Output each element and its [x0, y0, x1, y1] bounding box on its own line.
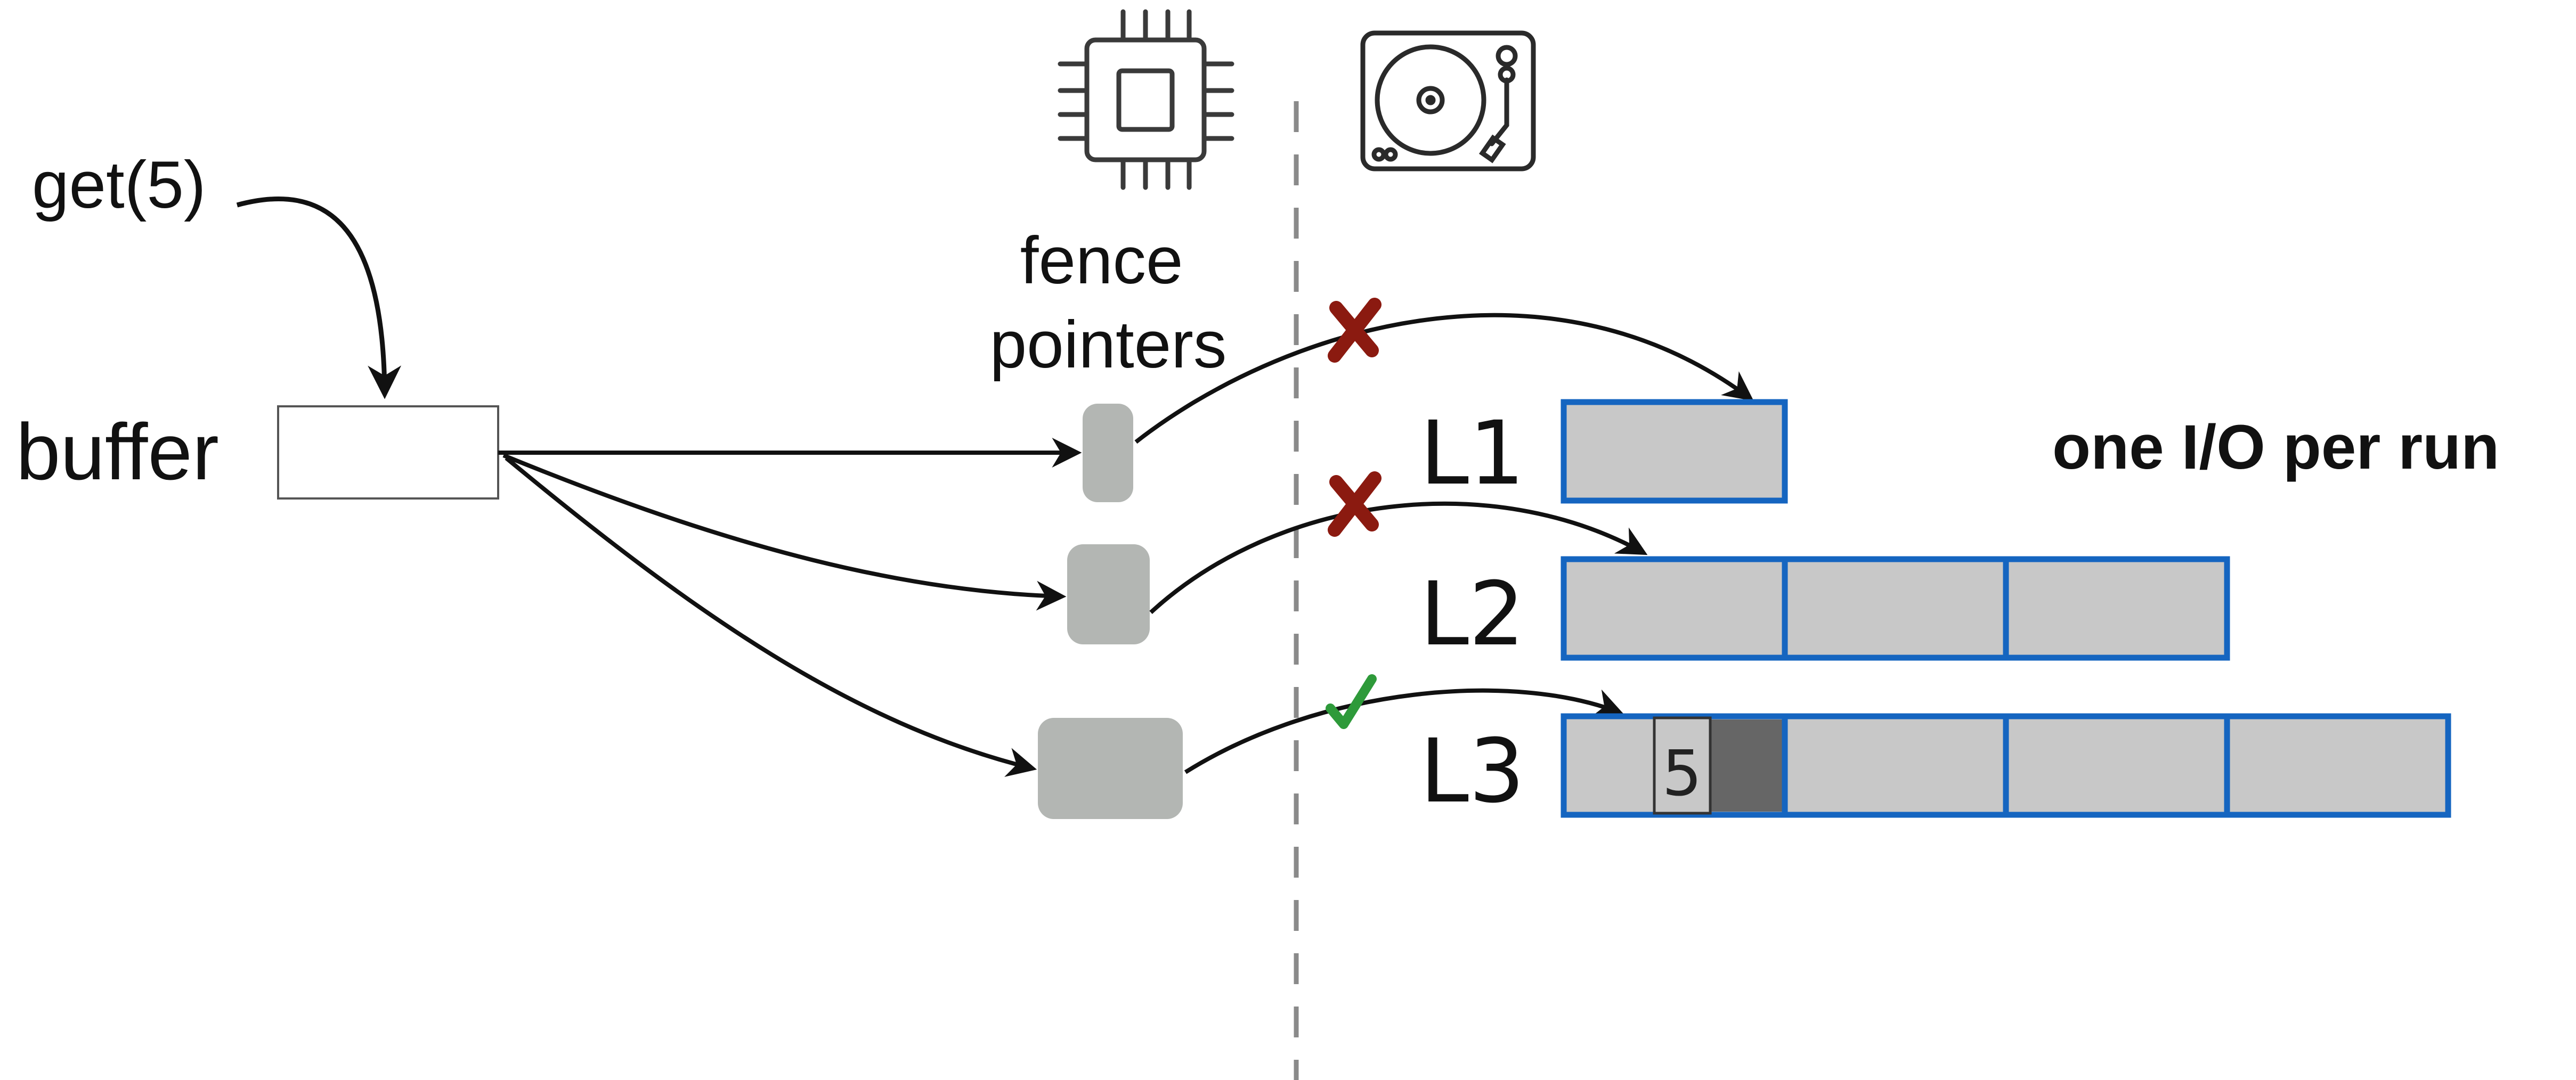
fence-label-line1: fence — [1020, 224, 1183, 298]
buffer-to-fence-l3-arrow — [505, 456, 1037, 777]
l3-block-3 — [2003, 713, 2230, 818]
fence-to-l1-arrow — [1134, 313, 1754, 444]
l2-block-2 — [1782, 556, 2009, 661]
fence-pointer-l2 — [1067, 544, 1150, 644]
fence-pointer-l1 — [1083, 404, 1133, 502]
l3-block-2 — [1782, 713, 2009, 818]
query-label: get(5) — [32, 148, 206, 222]
l3-hit-mark — [1326, 674, 1377, 729]
fence-label-line2: pointers — [990, 308, 1227, 382]
l1-miss-mark — [1328, 298, 1382, 363]
fence-to-l2-arrow — [1149, 501, 1648, 614]
buffer-to-fence-l2-arrow — [502, 453, 1067, 611]
l2-block-1 — [1561, 556, 1788, 661]
l3-found-key-box — [1653, 716, 1712, 815]
disk-drive-icon — [1360, 30, 1536, 171]
l3-block-4 — [2224, 713, 2451, 818]
buffer-label: buffer — [16, 407, 219, 496]
query-arrow — [236, 197, 402, 399]
level-label-l2: L2 — [1420, 563, 1525, 665]
l3-found-key: 5 — [1662, 737, 1702, 810]
l3-found-segment — [1709, 719, 1782, 812]
buffer-box — [277, 405, 499, 500]
l1-block-1 — [1561, 399, 1788, 504]
fence-pointers-label: fence pointers — [990, 224, 1227, 382]
io-note: one I/O per run — [2052, 412, 2499, 482]
level-label-l1: L1 — [1420, 402, 1525, 504]
l2-block-3 — [2003, 556, 2230, 661]
l2-miss-mark — [1328, 471, 1382, 537]
fence-to-l3-arrow — [1184, 688, 1624, 774]
cpu-chip-icon — [1058, 9, 1234, 190]
fence-pointer-l3 — [1038, 718, 1183, 819]
level-label-l3: L3 — [1420, 720, 1525, 822]
